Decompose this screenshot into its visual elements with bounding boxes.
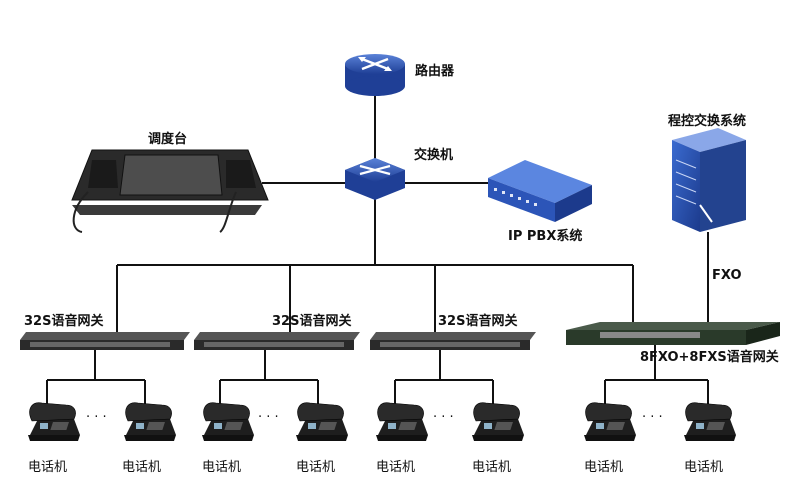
phone-label: 电话机 <box>296 460 336 475</box>
phone-label: 电话机 <box>684 460 724 475</box>
phone-label: 电话机 <box>202 460 242 475</box>
router-label: 路由器 <box>415 64 455 79</box>
gateway-2-label: 32S语音网关 <box>272 314 352 329</box>
fxo-link-label: FXO <box>712 268 742 283</box>
pbx-cabinet-icon <box>672 128 746 232</box>
ellipsis: · · · <box>433 410 454 425</box>
dispatch-console <box>71 149 269 233</box>
phone-icon <box>123 402 177 442</box>
gateway-4-device <box>566 322 780 345</box>
phone-label: 电话机 <box>28 460 68 475</box>
gateway-4-label: 8FXO+8FXS语音网关 <box>640 350 779 365</box>
phone-icon <box>375 402 429 442</box>
ellipsis: · · · <box>258 410 279 425</box>
phone-icon <box>27 402 81 442</box>
phone-icon <box>471 402 525 442</box>
gateway-2-device <box>194 332 360 350</box>
gateway-1-device <box>20 332 190 350</box>
phone-label: 电话机 <box>376 460 416 475</box>
gateway-3-label: 32S语音网关 <box>438 314 518 329</box>
phone-label: 电话机 <box>584 460 624 475</box>
phone-icon <box>201 402 255 442</box>
ellipsis: · · · <box>642 410 663 425</box>
console-label: 调度台 <box>148 132 188 147</box>
switch-icon <box>345 158 405 200</box>
phone-label: 电话机 <box>122 460 162 475</box>
ippbx-label: IP PBX系统 <box>508 229 583 244</box>
gateway-3-device <box>370 332 536 350</box>
connection-lines <box>46 95 709 405</box>
switch-label: 交换机 <box>414 148 454 163</box>
ippbx-server-icon <box>488 160 592 222</box>
phone-label: 电话机 <box>472 460 512 475</box>
phone-icon <box>295 402 349 442</box>
phone-icon <box>583 402 637 442</box>
gateway-1-label: 32S语音网关 <box>24 314 104 329</box>
ellipsis: · · · <box>86 410 107 425</box>
phone-icon <box>683 402 737 442</box>
router-icon <box>345 54 405 96</box>
pbx-label: 程控交换系统 <box>668 114 747 129</box>
